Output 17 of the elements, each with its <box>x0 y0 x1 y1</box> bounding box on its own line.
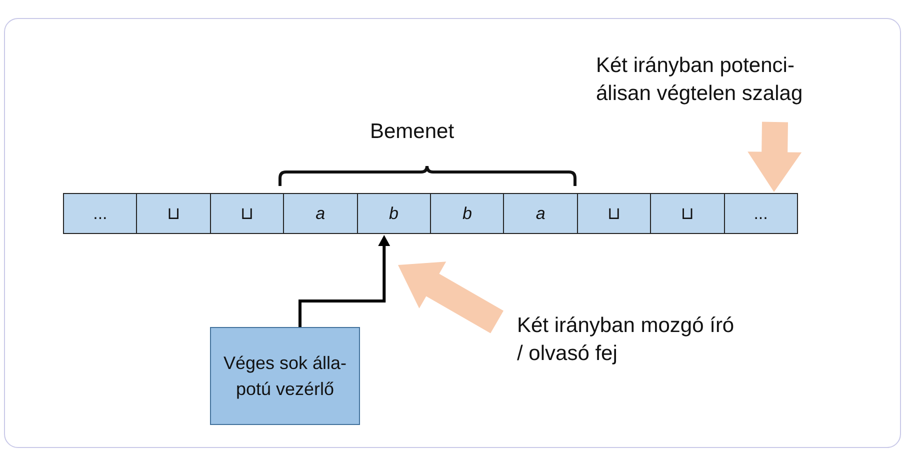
head-caption: Két irányban mozgó író / olvasó fej <box>517 312 739 374</box>
controller-box: Véges sok álla- potú vezérlő <box>210 327 360 425</box>
tape-cell: ⊔ <box>210 193 284 234</box>
bracket-label: Bemenet <box>370 119 454 145</box>
block-arrow <box>398 262 504 334</box>
tape-caption: Két irányban potenci- álisan végtelen szalag <box>596 52 846 114</box>
tape-cell: ⊔ <box>136 193 211 234</box>
tape-cell: ⊔ <box>650 193 725 234</box>
tape-cell: a <box>503 193 578 234</box>
tape-cell: ... <box>724 193 798 234</box>
tape-cell: ⊔ <box>576 193 652 234</box>
arrow <box>298 235 390 327</box>
tape-cell: a <box>283 193 358 234</box>
tape-cell: b <box>356 193 431 234</box>
block-arrow <box>748 122 802 192</box>
tape-cell: ... <box>63 193 138 234</box>
tape-cell: b <box>430 193 504 234</box>
